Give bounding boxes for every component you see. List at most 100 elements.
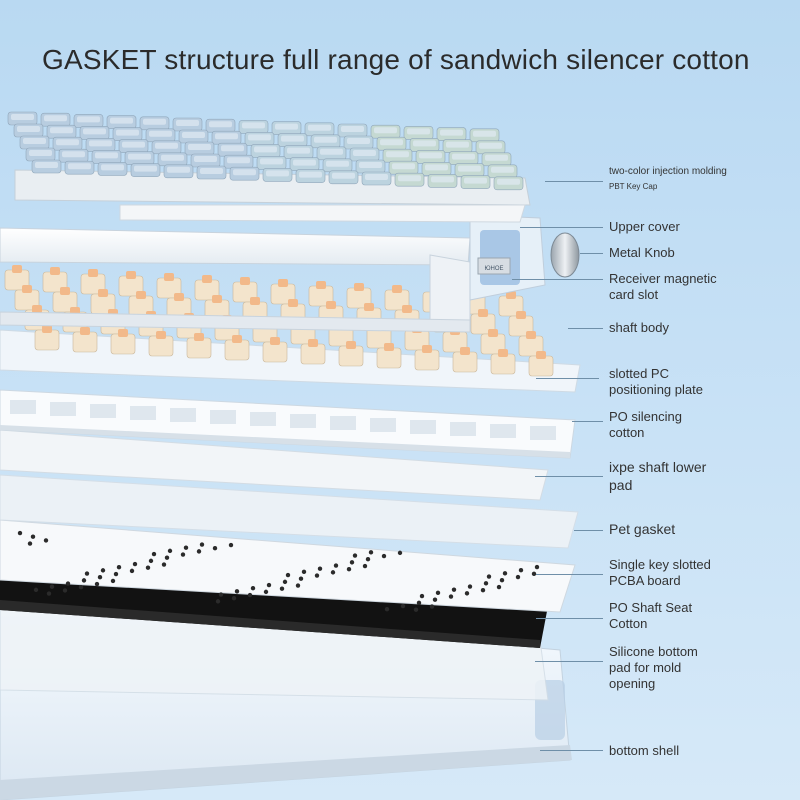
switch-stem (384, 343, 394, 351)
pcb-dot (429, 604, 435, 609)
pcb-dot (419, 593, 425, 599)
plate-slot (210, 410, 236, 424)
pcb-dot (413, 607, 419, 612)
plate-slot (10, 400, 36, 414)
label-bottom-shell: bottom shell (609, 743, 680, 758)
keycap-top (116, 129, 139, 136)
keycap-top (215, 133, 238, 140)
leader-line-metal-knob (580, 253, 603, 254)
plate-slot (530, 426, 556, 440)
pcb-dot (148, 558, 154, 564)
switch-stem (346, 341, 356, 349)
switch-stem (174, 293, 184, 301)
switch-stem (164, 273, 174, 281)
pcb-dot (333, 563, 339, 568)
keycap-top (326, 160, 349, 167)
keycap-top (194, 156, 217, 162)
keycap-top (128, 153, 151, 160)
pcb-dot (518, 567, 524, 573)
pet-gasket-layer (0, 474, 579, 549)
keycap-top (341, 126, 364, 132)
pcb-dot (84, 571, 90, 576)
pcb-dot (266, 582, 272, 588)
keycap-top (281, 135, 304, 142)
keycap-top (155, 142, 178, 149)
keycap-top (200, 168, 223, 174)
keycap-top (101, 164, 124, 171)
keycap-top (176, 120, 199, 126)
keycap-top (233, 169, 256, 176)
keycap-top (440, 129, 463, 136)
switch-stem (316, 281, 326, 289)
keycap-top (161, 154, 184, 161)
pcb-dot (330, 570, 336, 575)
plate-slot (410, 420, 436, 434)
keycap-top (491, 166, 514, 173)
keycap-top (398, 175, 421, 182)
leader-line-po-seat-cotton (536, 618, 603, 619)
switch-stem (118, 329, 128, 337)
switch-stem (32, 305, 42, 313)
switch-stem (536, 351, 546, 359)
leader-line-upper-cover (520, 227, 603, 228)
pcb-dot (346, 567, 352, 572)
plate-slot (490, 424, 516, 438)
plate-slot (90, 404, 116, 418)
pcb-dot (496, 584, 502, 590)
switch-stem (326, 301, 336, 309)
pcb-dot (279, 586, 285, 591)
keycap-top (419, 152, 442, 159)
pcb-dot (263, 589, 269, 595)
pcb-dot (132, 561, 138, 567)
pcb-dot (218, 592, 224, 597)
label-pc-plate: slotted PC positioning plate (609, 366, 703, 397)
keycap-top (77, 116, 100, 123)
keycap-top (320, 148, 343, 155)
keycap-top (89, 140, 112, 147)
pcb-dot (180, 552, 186, 557)
keycap-top (95, 152, 118, 159)
exploded-keyboard-illustration: ЮНОЕ (0, 111, 581, 800)
pcb-dot (65, 581, 71, 586)
switch-stem (80, 327, 90, 335)
keycap-top (134, 165, 157, 172)
switch-stem (250, 297, 260, 305)
switch-stem (194, 333, 204, 341)
switch-stem (126, 271, 136, 279)
plate-slot (250, 412, 276, 426)
keycap-top (380, 139, 403, 146)
pcb-dot (534, 564, 540, 570)
pcb-dot (483, 581, 489, 586)
keycap-top (452, 153, 475, 160)
pcb-dot (298, 576, 304, 581)
pcb-dot (228, 542, 234, 548)
pcb-dot (145, 565, 151, 570)
pcb-dot (301, 569, 307, 575)
plate-slot (450, 422, 476, 436)
keycap-top (275, 123, 298, 130)
keycap-top (248, 134, 271, 141)
pcb-dot (285, 572, 291, 578)
switch-stem (240, 277, 250, 285)
label-shaft-body: shaft body (609, 320, 669, 335)
leader-line-pcba (536, 574, 603, 575)
switch-stem (98, 289, 108, 297)
pcba-layer (0, 519, 576, 613)
pcb-dot (295, 583, 301, 588)
pcb-dot (164, 555, 170, 560)
pcb-dot (397, 550, 403, 556)
pcb-dot (151, 551, 157, 557)
pcb-dot (43, 538, 49, 543)
keycap-top (392, 163, 415, 170)
leader-line-ixpe-pad (535, 476, 603, 477)
switch-stem (212, 295, 222, 303)
keycap-top (56, 139, 79, 146)
label-ixpe-pad: ixpe shaft lower pad (609, 459, 707, 493)
plate-slot (170, 408, 196, 422)
keycap-top (425, 164, 448, 171)
switch-stem (278, 279, 288, 287)
pcb-dot (97, 575, 103, 580)
keycap-top (167, 166, 190, 173)
keycap-top (149, 130, 172, 137)
page-title: GASKET structure full range of sandwich … (42, 44, 750, 75)
